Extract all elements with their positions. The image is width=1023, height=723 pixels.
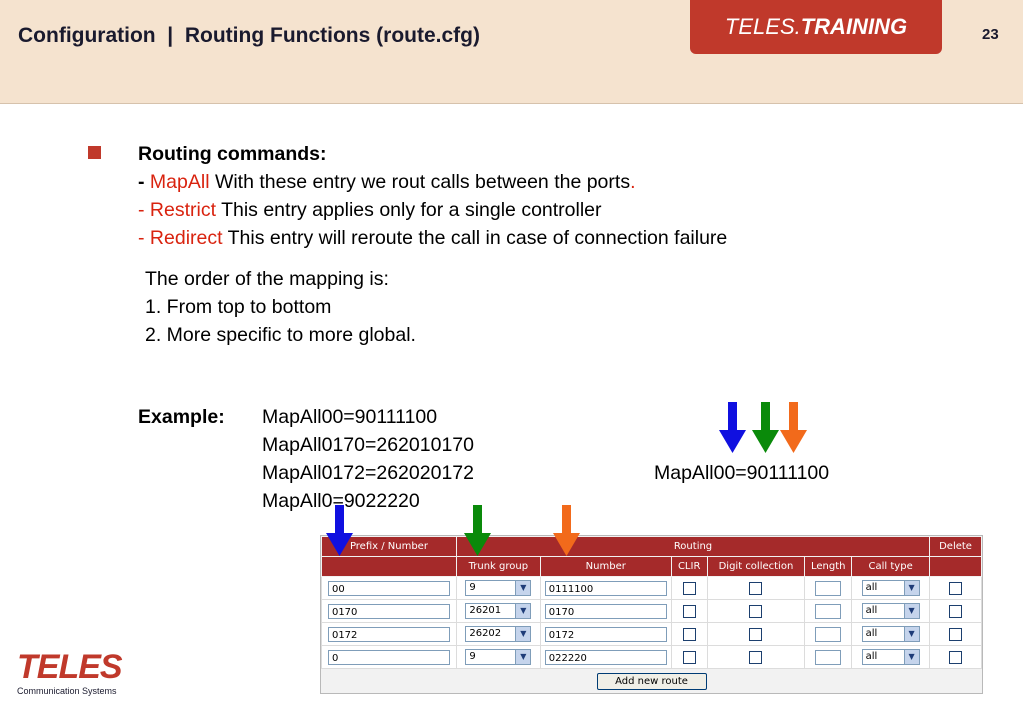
number-input[interactable]: 0172 bbox=[544, 626, 667, 642]
col-clir: CLIR bbox=[670, 556, 708, 577]
brand-regular: TELES. bbox=[724, 14, 801, 39]
prefix-input[interactable]: 0172 bbox=[327, 626, 450, 642]
delete-checkbox[interactable] bbox=[949, 604, 963, 618]
order-title: The order of the mapping is: bbox=[145, 268, 389, 290]
number-input[interactable]: 0111100 bbox=[544, 580, 667, 596]
number-input[interactable]: 022220 bbox=[544, 649, 667, 665]
routing-table: Prefix / Number Routing Delete Trunk gro… bbox=[320, 535, 983, 694]
command-line-restrict: - Restrict This entry applies only for a… bbox=[138, 199, 602, 221]
example-label: Example: bbox=[138, 406, 225, 428]
logo-word: TELES bbox=[17, 648, 123, 686]
example-line-3: MapAll0172=262020172 bbox=[262, 462, 474, 484]
number-input[interactable]: 0170 bbox=[544, 603, 667, 619]
clir-checkbox[interactable] bbox=[682, 650, 696, 664]
chevron-down-icon: ▼ bbox=[903, 581, 919, 595]
col-length: Length bbox=[804, 556, 853, 577]
green-arrow-down-icon bbox=[464, 505, 491, 556]
table-row: 0170 26201▼ 0170 all▼ bbox=[321, 599, 982, 623]
chevron-down-icon: ▼ bbox=[515, 604, 531, 618]
blue-arrow-down-icon bbox=[326, 505, 353, 556]
col-delete: Delete bbox=[929, 536, 982, 557]
command-line-mapall: - MapAll With these entry we rout calls … bbox=[138, 171, 636, 193]
page-number: 23 bbox=[982, 26, 999, 43]
routing-commands-heading: Routing commands: bbox=[138, 143, 327, 165]
teles-training-badge: TELES.TRAINING bbox=[690, 0, 942, 54]
table-row: 00 9▼ 0111100 all▼ bbox=[321, 576, 982, 600]
blue-arrow-down-icon bbox=[719, 402, 746, 453]
delete-checkbox[interactable] bbox=[949, 581, 963, 595]
call-type-select[interactable]: all▼ bbox=[861, 649, 920, 665]
table-header-sub: Trunk group Number CLIR Digit collection… bbox=[321, 556, 982, 577]
teles-logo: TELES Communication Systems bbox=[17, 648, 123, 696]
table-row: 0172 26202▼ 0172 all▼ bbox=[321, 622, 982, 646]
logo-subtitle: Communication Systems bbox=[17, 686, 117, 696]
col-trunk-group: Trunk group bbox=[455, 556, 541, 577]
call-type-select[interactable]: all▼ bbox=[861, 580, 920, 596]
bullet-square-icon bbox=[88, 146, 101, 159]
length-input[interactable] bbox=[815, 580, 842, 596]
trunk-group-select[interactable]: 26201▼ bbox=[465, 603, 532, 619]
prefix-input[interactable]: 00 bbox=[327, 580, 450, 596]
add-route-row: Add new route bbox=[321, 669, 982, 694]
clir-checkbox[interactable] bbox=[682, 581, 696, 595]
example-line-2: MapAll0170=262010170 bbox=[262, 434, 474, 456]
example-callout: MapAll00=90111100 bbox=[654, 462, 830, 484]
brand-bold: TRAINING bbox=[800, 14, 908, 39]
chevron-down-icon: ▼ bbox=[903, 627, 919, 641]
command-line-redirect: - Redirect This entry will reroute the c… bbox=[138, 227, 728, 249]
chevron-down-icon: ▼ bbox=[515, 627, 531, 641]
slide-header: Configuration | Routing Functions (route… bbox=[0, 0, 1023, 104]
call-type-select[interactable]: all▼ bbox=[861, 603, 920, 619]
col-call-type: Call type bbox=[851, 556, 931, 577]
clir-checkbox[interactable] bbox=[682, 604, 696, 618]
order-item-1: 1. From top to bottom bbox=[145, 296, 332, 318]
chevron-down-icon: ▼ bbox=[515, 581, 531, 595]
digit-collection-checkbox[interactable] bbox=[749, 604, 763, 618]
delete-checkbox[interactable] bbox=[949, 650, 963, 664]
table-row: 0 9▼ 022220 all▼ bbox=[321, 645, 982, 669]
chevron-down-icon: ▼ bbox=[515, 650, 531, 664]
example-line-4: MapAll0=9022220 bbox=[262, 490, 420, 512]
digit-collection-checkbox[interactable] bbox=[749, 581, 763, 595]
trunk-group-select[interactable]: 9▼ bbox=[465, 580, 532, 596]
prefix-input[interactable]: 0170 bbox=[327, 603, 450, 619]
add-new-route-button[interactable]: Add new route bbox=[596, 673, 707, 690]
length-input[interactable] bbox=[815, 649, 842, 665]
digit-collection-checkbox[interactable] bbox=[749, 650, 763, 664]
orange-arrow-down-icon bbox=[780, 402, 807, 453]
delete-checkbox[interactable] bbox=[949, 627, 963, 641]
prefix-input[interactable]: 0 bbox=[327, 649, 450, 665]
col-digit-collection: Digit collection bbox=[706, 556, 806, 577]
clir-checkbox[interactable] bbox=[682, 627, 696, 641]
chevron-down-icon: ▼ bbox=[903, 604, 919, 618]
col-routing: Routing bbox=[455, 536, 931, 557]
trunk-group-select[interactable]: 9▼ bbox=[465, 649, 532, 665]
digit-collection-checkbox[interactable] bbox=[749, 627, 763, 641]
green-arrow-down-icon bbox=[752, 402, 779, 453]
col-number: Number bbox=[539, 556, 672, 577]
length-input[interactable] bbox=[815, 603, 842, 619]
call-type-select[interactable]: all▼ bbox=[861, 626, 920, 642]
trunk-group-select[interactable]: 26202▼ bbox=[465, 626, 532, 642]
col-prefix-number: Prefix / Number bbox=[321, 536, 457, 557]
orange-arrow-down-icon bbox=[553, 505, 580, 556]
length-input[interactable] bbox=[815, 626, 842, 642]
order-item-2: 2. More specific to more global. bbox=[145, 324, 416, 346]
slide-title: Configuration | Routing Functions (route… bbox=[18, 24, 480, 47]
chevron-down-icon: ▼ bbox=[903, 650, 919, 664]
table-header-top: Prefix / Number Routing Delete bbox=[321, 536, 982, 557]
example-line-1: MapAll00=90111100 bbox=[262, 406, 438, 428]
